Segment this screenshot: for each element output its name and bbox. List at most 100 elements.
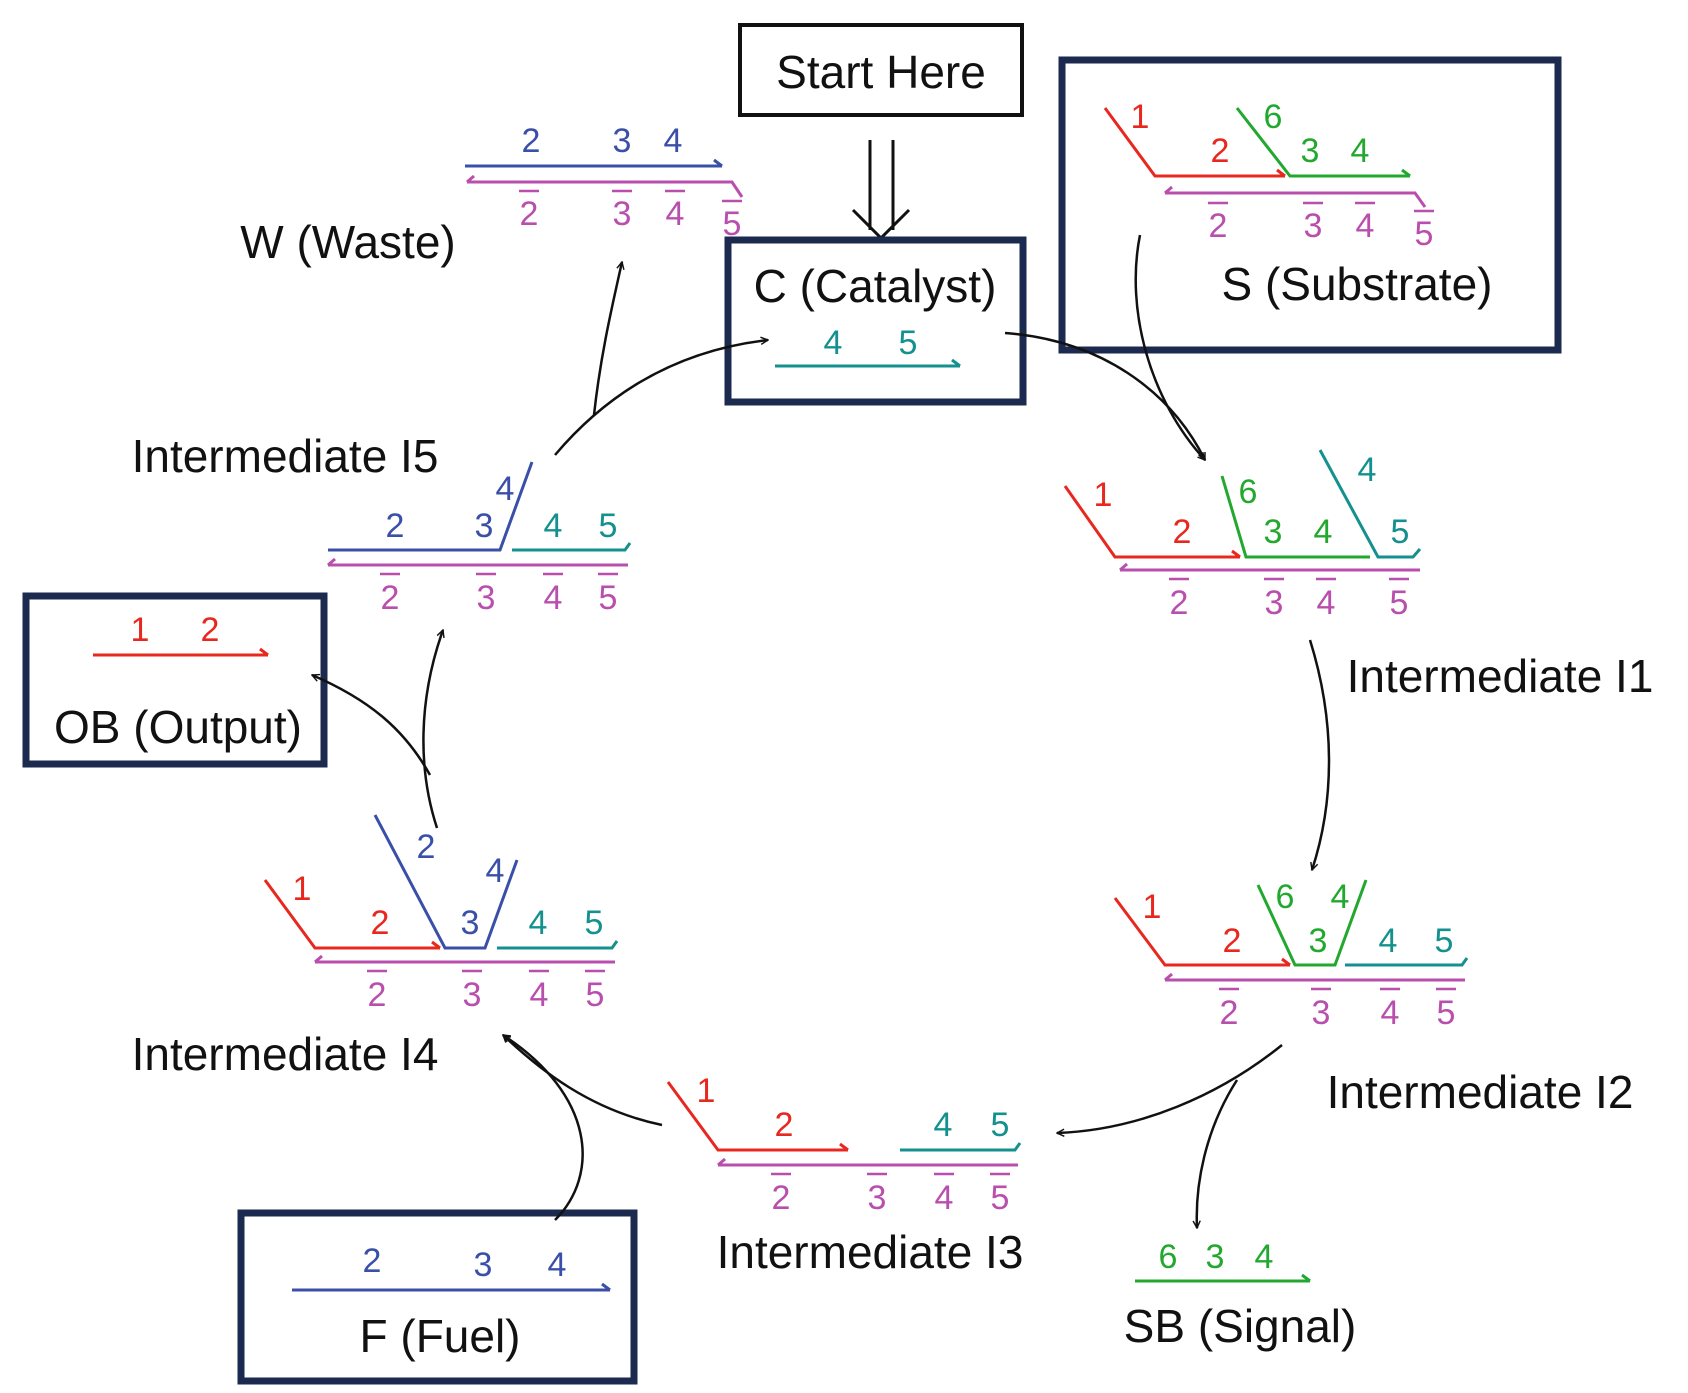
i5-domain-5: 5	[599, 507, 618, 545]
i4-comp-5: 5	[586, 976, 605, 1014]
i4-comp-3: 3	[463, 976, 482, 1014]
arrow-i5-to-waste	[592, 262, 622, 416]
i4-comp-4: 4	[530, 976, 549, 1014]
catalyst-box: C (Catalyst) 4 5	[724, 236, 1027, 406]
reaction-arrows	[312, 234, 1331, 1228]
intermediate-i5-complex: Intermediate I5 2 3 4 4 5 2 3 4 5	[132, 430, 632, 617]
i1-domain-2: 2	[1173, 513, 1192, 551]
arrow-i2-to-i3	[1057, 1044, 1283, 1133]
i5-comp-4: 4	[544, 579, 563, 617]
arrow-i3-to-i4	[503, 1035, 663, 1127]
i2-teal-domain-5: 5	[1435, 922, 1454, 960]
i2-domain-1: 1	[1143, 888, 1162, 926]
intermediate-i2-label: Intermediate I2	[1327, 1066, 1634, 1118]
i2-teal-domain-4: 4	[1379, 922, 1398, 960]
catalyst-domain-4: 4	[824, 324, 843, 362]
substrate-domain-3: 3	[1301, 132, 1320, 170]
waste-comp-5: 5	[723, 205, 742, 243]
i1-domain-6: 6	[1239, 473, 1258, 511]
i3-domain-1: 1	[697, 1072, 716, 1110]
i4-blue-domain-4: 4	[486, 852, 505, 890]
output-domain-2: 2	[201, 611, 220, 649]
i1-comp-4: 4	[1317, 584, 1336, 622]
i5-comp-2: 2	[381, 579, 400, 617]
intermediate-i1-complex: Intermediate I1 1 2 6 3 4 4 5 2 3 4 5	[1063, 449, 1653, 702]
substrate-domain-2: 2	[1211, 132, 1230, 170]
i1-comp-5: 5	[1390, 584, 1409, 622]
i1-teal-domain-5: 5	[1391, 513, 1410, 551]
i1-domain-1: 1	[1094, 476, 1113, 514]
i1-teal-domain-4: 4	[1358, 451, 1377, 489]
intermediate-i4-complex: Intermediate I4 1 2 2 4 3 4 5 2 3 4 5	[132, 814, 619, 1080]
intermediate-i3-label: Intermediate I3	[717, 1226, 1024, 1278]
arrow-i4-to-i5	[422, 630, 443, 829]
substrate-comp-3: 3	[1304, 207, 1323, 245]
start-arrow	[851, 140, 911, 241]
i4-domain-2: 2	[371, 904, 390, 942]
waste-comp-4: 4	[666, 195, 685, 233]
i2-comp-5: 5	[1437, 994, 1456, 1032]
signal-label: SB (Signal)	[1124, 1300, 1357, 1352]
output-label: OB (Output)	[54, 701, 302, 753]
fuel-box: F (Fuel) 2 3 4	[237, 1209, 638, 1385]
arrow-i2-to-signal	[1197, 1079, 1239, 1228]
i3-comp-2: 2	[772, 1179, 791, 1217]
intermediate-i3-complex: Intermediate I3 1 2 4 5 2 3 4 5	[666, 1072, 1024, 1278]
arrow-i4-to-output	[312, 675, 432, 776]
i1-domain-3: 3	[1264, 513, 1283, 551]
i2-domain-3: 3	[1309, 922, 1328, 960]
i5-comp-5: 5	[599, 579, 618, 617]
substrate-comp-4: 4	[1356, 207, 1375, 245]
fuel-domain-2: 2	[363, 1242, 382, 1280]
intermediate-i4-label: Intermediate I4	[132, 1028, 439, 1080]
i3-domain-4: 4	[934, 1106, 953, 1144]
fuel-label: F (Fuel)	[360, 1310, 521, 1362]
waste-label: W (Waste)	[240, 216, 456, 268]
i1-comp-3: 3	[1265, 584, 1284, 622]
i3-comp-5: 5	[991, 1179, 1010, 1217]
i4-domain-4: 4	[529, 904, 548, 942]
arrow-i5-to-catalyst	[554, 340, 768, 456]
waste-comp-2: 2	[520, 195, 539, 233]
i5-domain-2: 2	[386, 507, 405, 545]
output-domain-1: 1	[131, 611, 150, 649]
start-here-label: Start Here	[776, 46, 986, 98]
i4-domain-1: 1	[293, 870, 312, 908]
substrate-domain-6: 6	[1264, 98, 1283, 136]
i2-domain-6: 6	[1276, 878, 1295, 916]
substrate-domain-4: 4	[1351, 132, 1370, 170]
fuel-domain-4: 4	[548, 1246, 567, 1284]
start-here-box: Start Here	[738, 23, 1024, 117]
i1-comp-2: 2	[1170, 584, 1189, 622]
arrow-catalyst-to-i1	[1004, 331, 1207, 460]
signal-domain-4: 4	[1255, 1238, 1274, 1276]
i2-domain-2: 2	[1223, 922, 1242, 960]
output-box: OB (Output) 1 2	[22, 592, 328, 768]
waste-domain-4: 4	[664, 122, 683, 160]
signal-domain-3: 3	[1206, 1238, 1225, 1276]
arrow-i1-to-i2	[1308, 639, 1331, 870]
catalyst-label: C (Catalyst)	[754, 260, 997, 312]
catalyst-domain-5: 5	[899, 324, 918, 362]
arrow-fuel-to-i4	[503, 1033, 584, 1221]
i5-domain-4: 4	[544, 507, 563, 545]
intermediate-i2-complex: Intermediate I2 1 2 6 4 3 4 5 2 3 4 5	[1113, 878, 1634, 1118]
waste-comp-3: 3	[613, 195, 632, 233]
i2-comp-2: 2	[1220, 994, 1239, 1032]
arrow-substrate-to-i1	[1134, 234, 1205, 460]
signal-complex: SB (Signal) 6 3 4	[1124, 1238, 1357, 1352]
i2-comp-3: 3	[1312, 994, 1331, 1032]
i4-domain-5: 5	[585, 904, 604, 942]
i2-comp-4: 4	[1381, 994, 1400, 1032]
waste-complex: W (Waste) 2 3 4 2 3 4 5	[240, 122, 744, 268]
i2-domain-4: 4	[1331, 878, 1350, 916]
substrate-comp-2: 2	[1209, 207, 1228, 245]
waste-domain-2: 2	[522, 122, 541, 160]
substrate-box: S (Substrate) 1 2 6 3 4 2 3 4 5	[1058, 56, 1562, 354]
i3-domain-5: 5	[991, 1106, 1010, 1144]
fuel-domain-3: 3	[474, 1246, 493, 1284]
i1-domain-4: 4	[1314, 513, 1333, 551]
i5-comp-3: 3	[477, 579, 496, 617]
i4-blue-domain-3: 3	[461, 904, 480, 942]
